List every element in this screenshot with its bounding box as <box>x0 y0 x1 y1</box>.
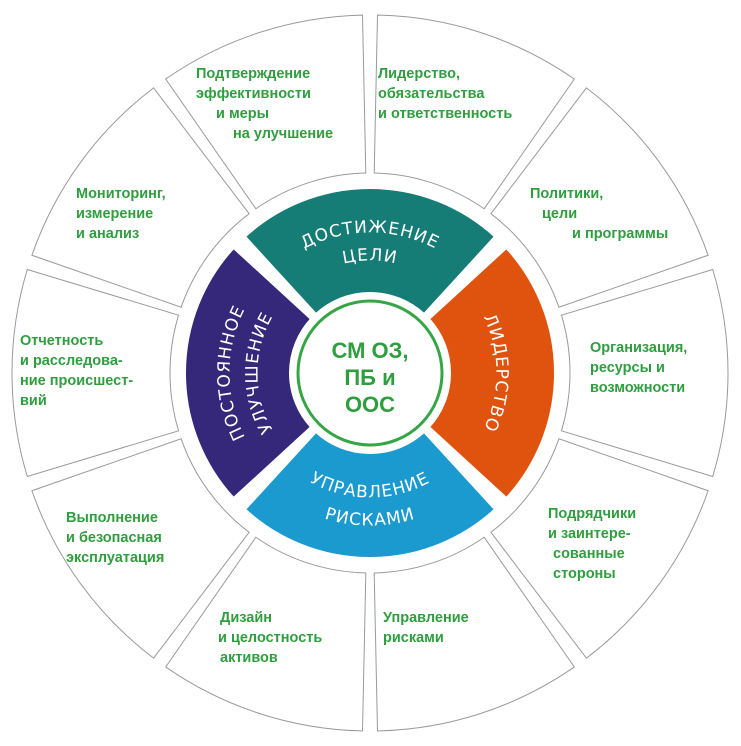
outer-label-leadership-commitments-line-3: и ответственность <box>378 106 512 122</box>
outer-label-incident-reporting-line-1: Отчетность <box>20 333 103 349</box>
outer-label-effectiveness-confirmation-line-2: эффективности <box>196 86 311 102</box>
outer-ring: Лидерство, обязательства и ответственность… <box>11 14 729 732</box>
outer-label-policies-goals-line-2: цели <box>542 206 577 222</box>
center-line-2: ПБ и <box>344 365 395 390</box>
center-hub: СМ ОЗ, ПБ и ООС <box>296 299 444 447</box>
inner-segment-leadership <box>427 247 556 499</box>
outer-label-monitoring-analysis-line-1: Мониторинг, <box>76 186 166 202</box>
outer-segment-operation-safety <box>31 438 250 659</box>
outer-segment-monitoring-analysis <box>31 87 250 308</box>
outer-label-organization-resources-line-1: Организация, <box>590 340 687 356</box>
outer-label-asset-design-line-2: и целостность <box>218 630 322 646</box>
outer-label-incident-reporting-line-3: ние происшест- <box>20 373 133 389</box>
outer-segment-contractors-stakeholders <box>490 438 709 659</box>
outer-label-organization-resources-line-2: ресурсы и <box>590 360 665 376</box>
center-circle <box>296 299 444 447</box>
outer-segment-incident-reporting <box>11 268 180 478</box>
outer-segment-risk-management <box>373 536 576 732</box>
outer-label-operation-safety-line-2: и безопасная <box>66 530 162 546</box>
center-line-1: СМ ОЗ, <box>331 338 408 363</box>
outer-label-contractors-stakeholders-line-2: и заинтере- <box>548 526 631 542</box>
outer-label-organization-resources-line-3: возможности <box>590 380 685 396</box>
outer-label-effectiveness-confirmation-line-4: на улучшение <box>233 126 333 142</box>
outer-label-asset-design-line-1: Дизайн <box>220 610 272 626</box>
outer-label-leadership-commitments-line-2: обязательства <box>378 86 485 102</box>
outer-segment-organization-resources <box>560 268 729 478</box>
outer-label-operation-safety-line-3: эксплуатация <box>66 550 164 566</box>
outer-label-policies-goals-line-3: и программы <box>572 226 668 242</box>
outer-label-effectiveness-confirmation-line-1: Подтверждение <box>196 66 310 82</box>
outer-label-effectiveness-confirmation-line-3: и меры <box>216 106 269 122</box>
outer-label-incident-reporting-line-2: и расследова- <box>20 353 123 369</box>
outer-label-monitoring-analysis-line-2: измерение <box>76 206 153 222</box>
outer-label-incident-reporting-line-4: вий <box>20 393 47 409</box>
outer-label-operation-safety-line-1: Выполнение <box>66 510 158 526</box>
inner-ring: ДОСТИЖЕНИЕЦЕЛИЛИДЕРСТВОУПРАВЛЕНИЕРИСКАМИ… <box>184 187 556 559</box>
outer-label-leadership-commitments-line-1: Лидерство, <box>378 66 460 82</box>
outer-label-monitoring-analysis-line-3: и анализ <box>76 226 139 242</box>
outer-label-contractors-stakeholders-line-1: Подрядчики <box>548 506 636 522</box>
outer-label-contractors-stakeholders-line-4: стороны <box>553 566 616 582</box>
inner-segment-continuous-improvement <box>184 247 313 499</box>
inner-segment-risk-management <box>244 430 496 559</box>
outer-segment-leadership-commitments <box>373 14 576 210</box>
outer-label-contractors-stakeholders-line-3: сованные <box>553 546 625 562</box>
inner-label-achieve-goal-line-2: ЦЕЛИ <box>341 245 399 268</box>
outer-segment-policies-goals <box>490 87 709 308</box>
outer-segment-effectiveness-confirmation <box>164 14 367 210</box>
outer-label-risk-management-line-2: рисками <box>383 630 444 646</box>
outer-label-risk-management-line-1: Управление <box>383 610 469 626</box>
inner-segment-achieve-goal <box>244 187 496 316</box>
outer-segment-asset-design <box>164 536 367 732</box>
outer-label-asset-design-line-3: активов <box>220 650 278 666</box>
outer-label-policies-goals-line-1: Политики, <box>530 186 603 202</box>
center-line-3: ООС <box>345 392 395 417</box>
